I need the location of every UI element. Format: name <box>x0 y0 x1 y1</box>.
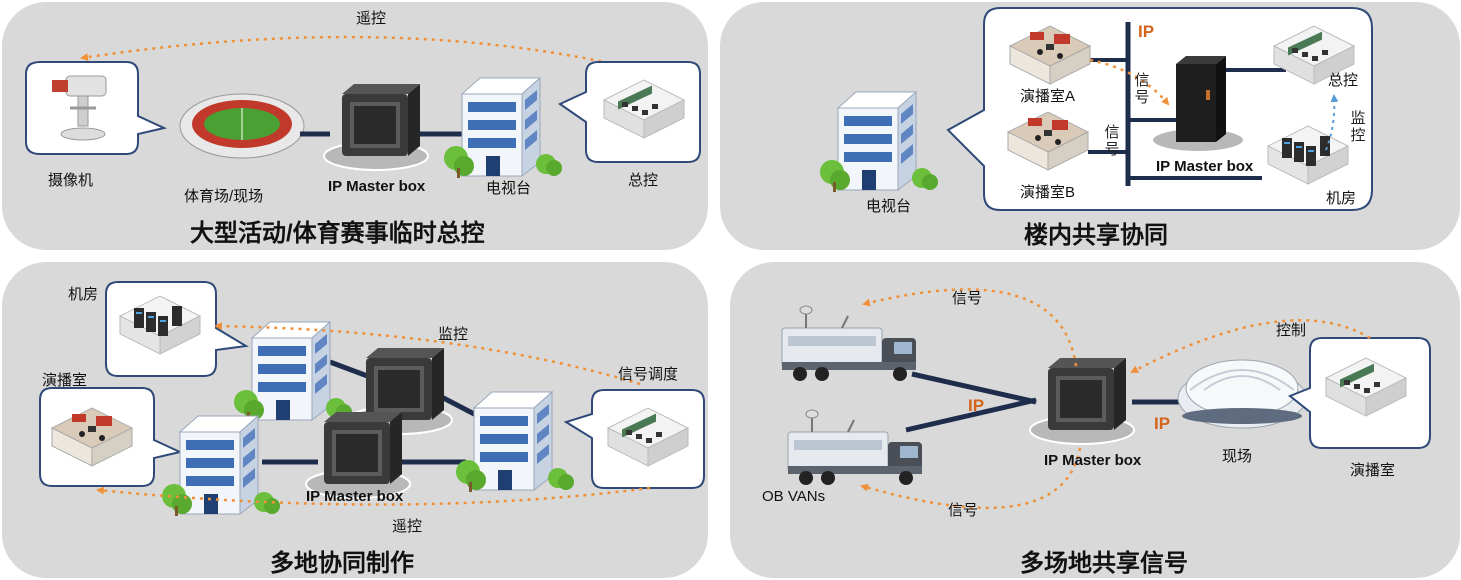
studio-label-p3: 演播室 <box>42 372 88 389</box>
stadium-label: 体育场/现场 <box>184 188 264 205</box>
signal-label-b: 信号 <box>1104 124 1120 158</box>
ip-label-p4a: IP <box>968 396 985 415</box>
panel-building-sharing <box>720 2 1460 250</box>
monitor-label-p3: 监控 <box>438 326 469 343</box>
studio-a-label: 演播室A <box>1020 88 1076 105</box>
panel-title-2: 楼内共享协同 <box>1024 222 1168 249</box>
panel-title-1: 大型活动/体育赛事临时总控 <box>190 220 485 247</box>
master-box-label-p4: IP Master box <box>1044 452 1142 469</box>
signal-label-bottom: 信号 <box>948 502 979 519</box>
remote-label-p1: 遥控 <box>356 10 387 27</box>
site-label: 现场 <box>1222 448 1253 465</box>
master-box-label-p1: IP Master box <box>328 178 426 195</box>
signal-label-top: 信号 <box>952 290 983 307</box>
studio-b-label: 演播室B <box>1020 184 1076 201</box>
signal-label-a: 信号 <box>1134 72 1150 106</box>
control-label-p1: 总控 <box>628 172 659 189</box>
remote-label-p3: 遥控 <box>392 518 423 535</box>
machine-room-label-p2: 机房 <box>1326 190 1357 207</box>
panel-event-control <box>2 2 708 250</box>
panel-title-3: 多地协同制作 <box>270 550 414 577</box>
machine-room-label-p3: 机房 <box>68 286 99 303</box>
tv-station-label-p1: 电视台 <box>486 180 532 197</box>
monitor-label-p2: 监控 <box>1350 110 1366 144</box>
tv-station-label-p2: 电视台 <box>866 198 912 215</box>
master-box-label-p3: IP Master box <box>306 488 404 505</box>
panel-multi-site-production <box>2 262 708 578</box>
panel-multi-venue-signal <box>730 262 1460 578</box>
master-box-label-p2: IP Master box <box>1156 158 1254 175</box>
ip-label-p2: IP <box>1138 22 1155 41</box>
control-label-p4: 控制 <box>1276 322 1307 339</box>
ip-label-p4b: IP <box>1154 414 1171 433</box>
control-label-p2: 总控 <box>1328 72 1359 89</box>
camera-label: 摄像机 <box>48 172 94 189</box>
panel-title-4: 多场地共享信号 <box>1020 550 1188 577</box>
ob-vans-label: OB VANs <box>762 488 826 505</box>
dispatch-label: 信号调度 <box>618 366 679 383</box>
studio-label-p4: 演播室 <box>1350 462 1396 479</box>
